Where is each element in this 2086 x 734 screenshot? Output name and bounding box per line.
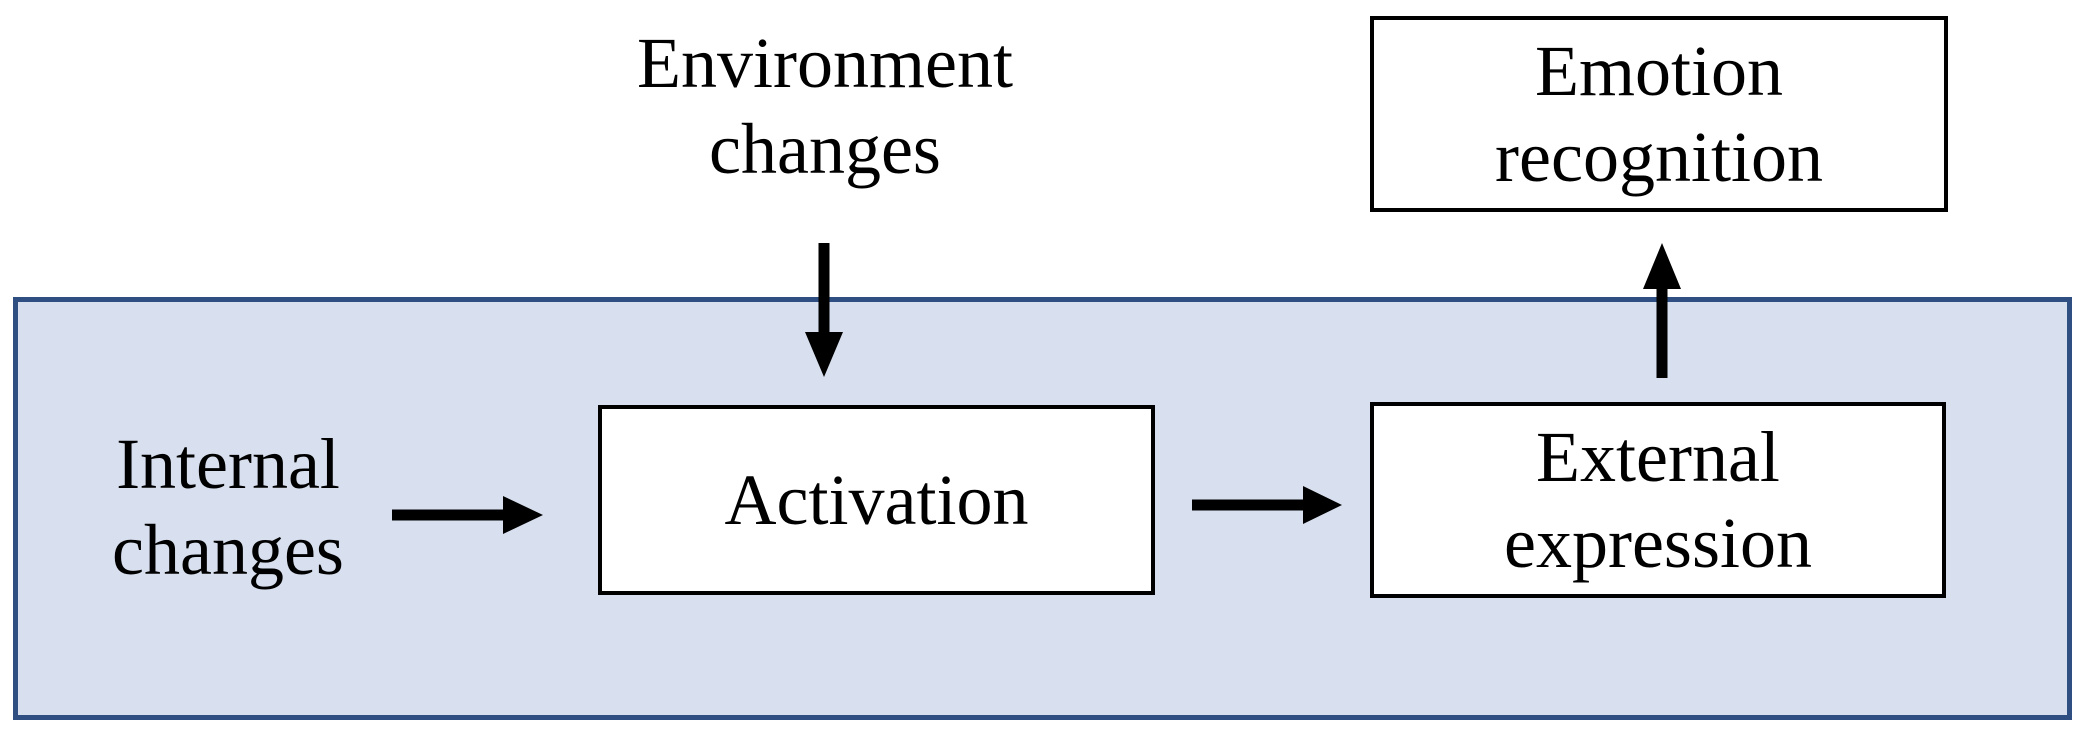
node-external-expression: External expression — [1370, 402, 1946, 598]
node-external-expression-label: External expression — [1504, 416, 1812, 583]
node-emotion-recognition: Emotion recognition — [1370, 16, 1948, 212]
node-activation-label: Activation — [724, 459, 1029, 540]
node-emotion-recognition-label: Emotion recognition — [1495, 30, 1823, 197]
label-internal-changes: Internal changes — [112, 424, 344, 591]
label-environment-changes: Environment changes — [637, 23, 1013, 190]
node-activation: Activation — [598, 405, 1155, 595]
